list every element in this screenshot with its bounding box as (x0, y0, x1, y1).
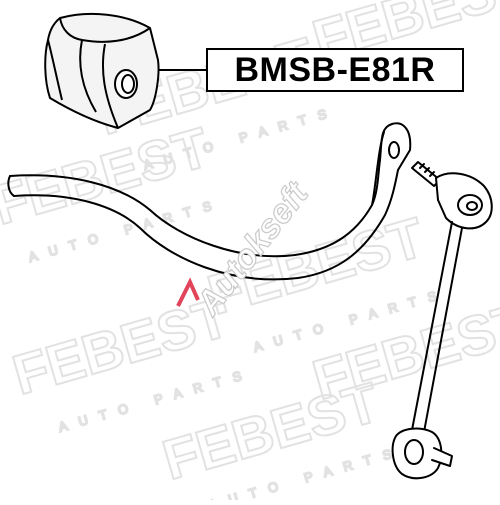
bar-end-flat (379, 122, 412, 171)
link-bottom-stud (431, 447, 453, 467)
bar-lower-edge (13, 169, 399, 281)
link-top-joint-cap (457, 194, 483, 216)
link-top-joint (435, 172, 493, 230)
link-thread-line (429, 171, 435, 177)
stabilizer-link-drawing (391, 161, 493, 480)
part-number-label: BMSB-E81R (206, 48, 464, 92)
bar-end-left (7, 175, 15, 197)
bar-end-hole (388, 141, 400, 159)
link-thread-line (419, 163, 425, 169)
bushing-bore-inner (121, 74, 135, 94)
stabilizer-bar-drawing (7, 122, 412, 281)
seller-watermark-accent (176, 277, 200, 307)
bushing-top-face (59, 17, 151, 43)
bushing-drawing (44, 12, 160, 129)
link-rod-left (411, 221, 453, 431)
link-bottom-joint (391, 427, 443, 480)
bushing-outline (44, 12, 160, 129)
bar-end-flat-back (371, 131, 385, 206)
bushing-front-edge (79, 39, 97, 113)
link-bottom-joint-cap (404, 439, 424, 465)
link-rod-right (423, 227, 463, 433)
link-top-joint-boss (466, 201, 478, 211)
bushing-flange (47, 39, 63, 101)
link-thread-line (424, 167, 430, 173)
bushing-side-edge (101, 43, 119, 129)
